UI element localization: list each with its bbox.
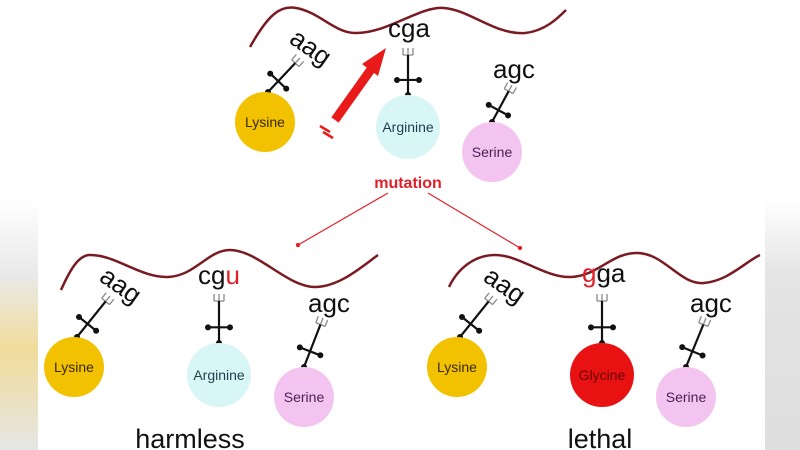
amino-acid-top-arginine: Arginine <box>376 95 440 159</box>
codon-base: ga <box>596 258 625 288</box>
svg-text:Lysine: Lysine <box>437 359 477 375</box>
mutation-label: mutation <box>374 175 442 192</box>
mutated-base: u <box>225 260 239 290</box>
branch-line-harmless <box>295 192 389 248</box>
trna-icon <box>296 315 329 370</box>
outcome-harmless: harmless <box>135 424 245 450</box>
amino-acid-lethal-serine: Serine <box>656 367 716 427</box>
amino-acid-lethal-glycine: Glycine <box>570 343 634 407</box>
trna-icon <box>74 292 115 340</box>
trna-icon <box>394 48 422 98</box>
codon-harmless-1: aag <box>95 260 148 309</box>
outcome-lethal: lethal <box>568 424 633 450</box>
amino-acid-harmless-arginine: Arginine <box>187 343 251 407</box>
mutation-arrow-icon <box>319 48 386 140</box>
mrna-strand-lethal <box>447 251 761 288</box>
amino-acid-top-lysine: Lysine <box>235 92 295 152</box>
trna-icon <box>485 82 517 125</box>
trna-icon <box>205 294 233 346</box>
svg-text:Serine: Serine <box>666 389 707 405</box>
mrna-strand-top <box>248 6 567 48</box>
trna-icon <box>588 294 616 346</box>
svg-text:Glycine: Glycine <box>579 367 626 383</box>
trna-icon <box>457 292 498 340</box>
amino-acid-lethal-lysine: Lysine <box>427 337 487 397</box>
codon-harmless-2: cgu <box>198 260 240 290</box>
amino-acid-harmless-lysine: Lysine <box>44 337 104 397</box>
svg-text:Serine: Serine <box>284 389 325 405</box>
codon-base: cg <box>198 260 225 290</box>
codon-lethal-2: gga <box>582 258 626 288</box>
svg-text:Arginine: Arginine <box>382 119 434 135</box>
svg-text:Arginine: Arginine <box>193 367 245 383</box>
right-margin-band <box>765 200 800 450</box>
svg-text:Serine: Serine <box>472 144 513 160</box>
svg-text:Lysine: Lysine <box>245 114 285 130</box>
codon-top-1: aag <box>285 22 338 71</box>
amino-acid-harmless-serine: Serine <box>274 367 334 427</box>
branch-line-lethal <box>427 192 523 251</box>
svg-text:Lysine: Lysine <box>54 359 94 375</box>
left-margin-band <box>0 200 38 450</box>
codon-top-3: agc <box>493 54 535 84</box>
mutated-base: g <box>582 258 596 288</box>
codon-top-2: cga <box>388 13 430 43</box>
codon-lethal-3: agc <box>690 288 732 318</box>
codon-harmless-3: agc <box>308 288 350 318</box>
amino-acid-top-serine: Serine <box>462 122 522 182</box>
trna-icon <box>679 315 712 370</box>
trna-icon <box>265 54 305 95</box>
mrna-strand-harmless <box>59 248 379 291</box>
